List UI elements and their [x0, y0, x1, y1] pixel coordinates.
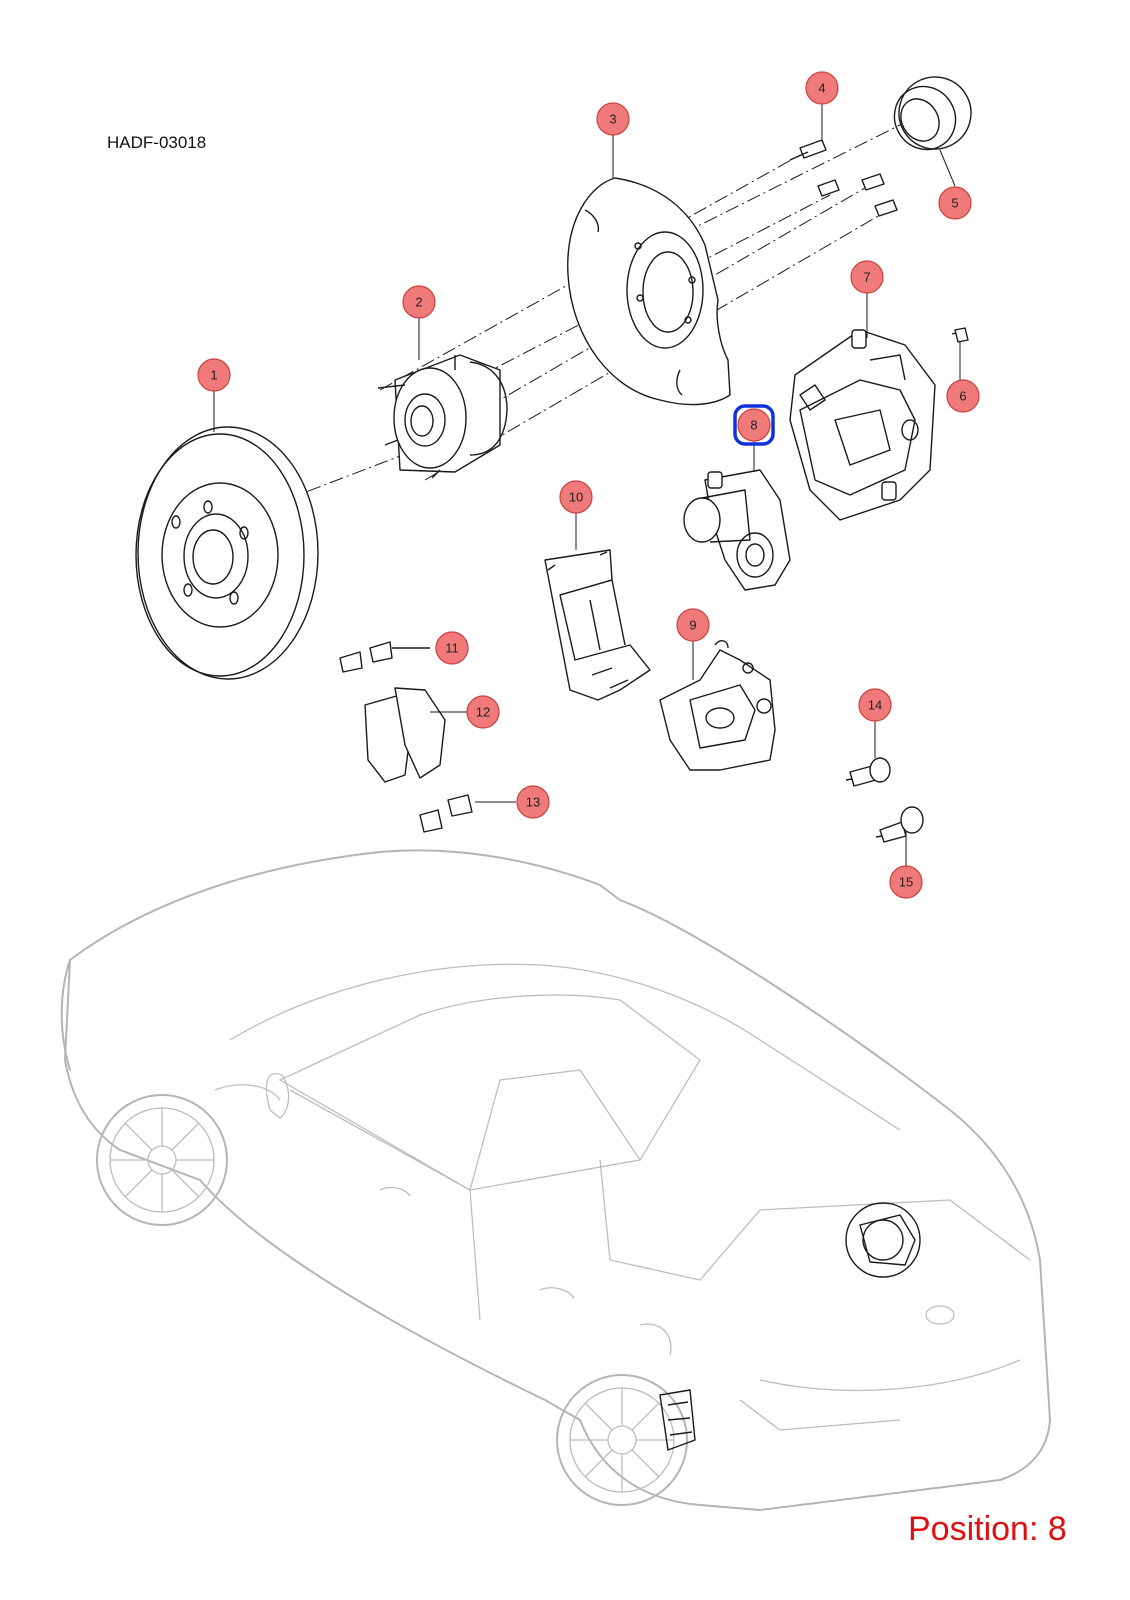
callout-bubble — [737, 408, 771, 442]
callout-label: 15 — [899, 875, 913, 890]
callout-label: 2 — [415, 295, 422, 310]
brake-disc — [135, 426, 319, 680]
callout-14[interactable]: 14 — [858, 688, 892, 722]
callout-bubble — [466, 695, 500, 729]
callout-label: 4 — [818, 81, 825, 96]
callout-12[interactable]: 12 — [466, 695, 500, 729]
callout-bubble — [676, 608, 710, 642]
callout-1[interactable]: 1 — [197, 358, 231, 392]
callout-3[interactable]: 3 — [596, 102, 630, 136]
callout-4[interactable]: 4 — [805, 71, 839, 105]
brake-caliper-assembly — [789, 329, 936, 521]
callout-2[interactable]: 2 — [402, 285, 436, 319]
callout-label: 14 — [868, 698, 882, 713]
callout-bubble — [402, 285, 436, 319]
callout-bubble — [596, 102, 630, 136]
callout-bubble — [435, 631, 469, 665]
callout-bubble — [805, 71, 839, 105]
callout-label: 3 — [609, 112, 616, 127]
callout-10[interactable]: 10 — [559, 480, 593, 514]
bolts — [789, 139, 898, 217]
callout-bubble — [559, 480, 593, 514]
callout-label: 13 — [526, 795, 540, 810]
brake-pads — [364, 687, 468, 783]
callout-13[interactable]: 13 — [516, 785, 550, 819]
callout-label: 1 — [210, 368, 217, 383]
callout-8[interactable]: 8 — [733, 404, 775, 446]
seal-ring — [893, 76, 972, 151]
diagram-code: HADF-03018 — [107, 133, 207, 152]
callout-bubble — [858, 688, 892, 722]
callout-label: 6 — [959, 389, 966, 404]
callout-bubble — [197, 358, 231, 392]
callout-bubble — [946, 379, 980, 413]
callout-5[interactable]: 5 — [938, 186, 972, 220]
callout-label: 8 — [750, 418, 757, 433]
callout-9[interactable]: 9 — [676, 608, 710, 642]
leader-lines — [213, 103, 961, 866]
guide-clips — [419, 794, 516, 833]
callout-bubble — [889, 865, 923, 899]
callout-label: 11 — [445, 641, 459, 656]
position-indicator: Position: 8 — [908, 1510, 1067, 1548]
callout-15[interactable]: 15 — [889, 865, 923, 899]
guide-pin — [845, 757, 891, 787]
callout-label: 10 — [569, 490, 583, 505]
callout-7[interactable]: 7 — [850, 260, 884, 294]
callout-label: 7 — [863, 270, 870, 285]
callout-label: 12 — [476, 705, 490, 720]
bleeder-screw — [951, 327, 969, 343]
callout-label: 9 — [689, 618, 696, 633]
callout-bubble — [938, 186, 972, 220]
caliper-housing — [659, 640, 776, 771]
callout-11[interactable]: 11 — [435, 631, 469, 665]
callout-label: 5 — [951, 196, 958, 211]
wheel-hub — [377, 354, 508, 479]
callout-bubble — [516, 785, 550, 819]
callout-bubble — [850, 260, 884, 294]
spring-clips — [339, 641, 430, 673]
selected-highlight — [733, 404, 775, 446]
guide-pin-lower — [875, 806, 924, 843]
car-silhouette — [60, 849, 1051, 1511]
caliper-bracket — [544, 549, 651, 701]
dust-shield — [567, 177, 731, 406]
parking-brake-motor — [683, 469, 791, 591]
callout-6[interactable]: 6 — [946, 379, 980, 413]
